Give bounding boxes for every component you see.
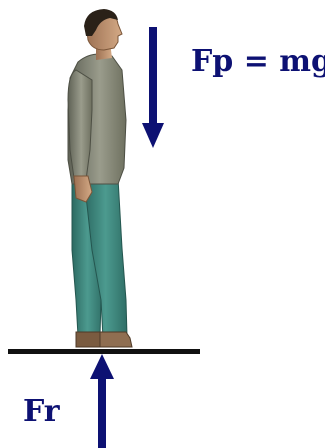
front-shoe [99,331,133,348]
normal-force-label: Fr [23,394,60,429]
normal-arrow-shaft [98,377,106,448]
arrow-up-icon [90,354,114,448]
arm [67,69,93,181]
weight-arrow-shaft [149,27,157,127]
weight-force-label: Fp = mg [191,44,325,79]
standing-man-figure [67,9,133,348]
hair [84,9,118,36]
normal-arrow-head [90,354,114,379]
arrow-down-icon [142,27,164,148]
weight-arrow-head [142,123,164,148]
hand [73,175,93,203]
ground-line [8,349,200,354]
